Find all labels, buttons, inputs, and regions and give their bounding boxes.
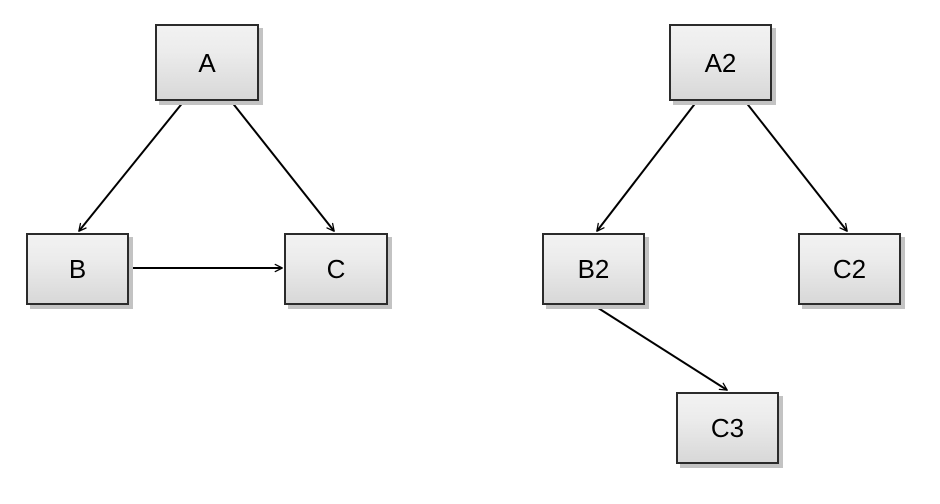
node-c[interactable]: C [284,233,388,305]
node-label: C3 [710,413,745,443]
node-label: C2 [832,254,867,284]
edge-a2-to-c2 [744,100,848,232]
edge-a-to-b [78,100,185,232]
node-label: B [68,254,87,284]
node-b2[interactable]: B2 [542,233,645,305]
node-label: C [326,254,346,284]
node-label: A2 [704,47,737,78]
edge-b2-to-c3 [594,305,728,391]
edges-group [78,100,848,391]
node-c2[interactable]: C2 [798,233,901,305]
node-a[interactable]: A [155,24,259,101]
node-label: A [198,47,216,78]
node-c3[interactable]: C3 [676,392,779,464]
node-label: B2 [577,254,610,284]
edge-a2-to-b2 [596,100,698,232]
node-b[interactable]: B [26,233,129,305]
edge-a-to-c [230,100,335,232]
node-a2[interactable]: A2 [669,24,772,101]
